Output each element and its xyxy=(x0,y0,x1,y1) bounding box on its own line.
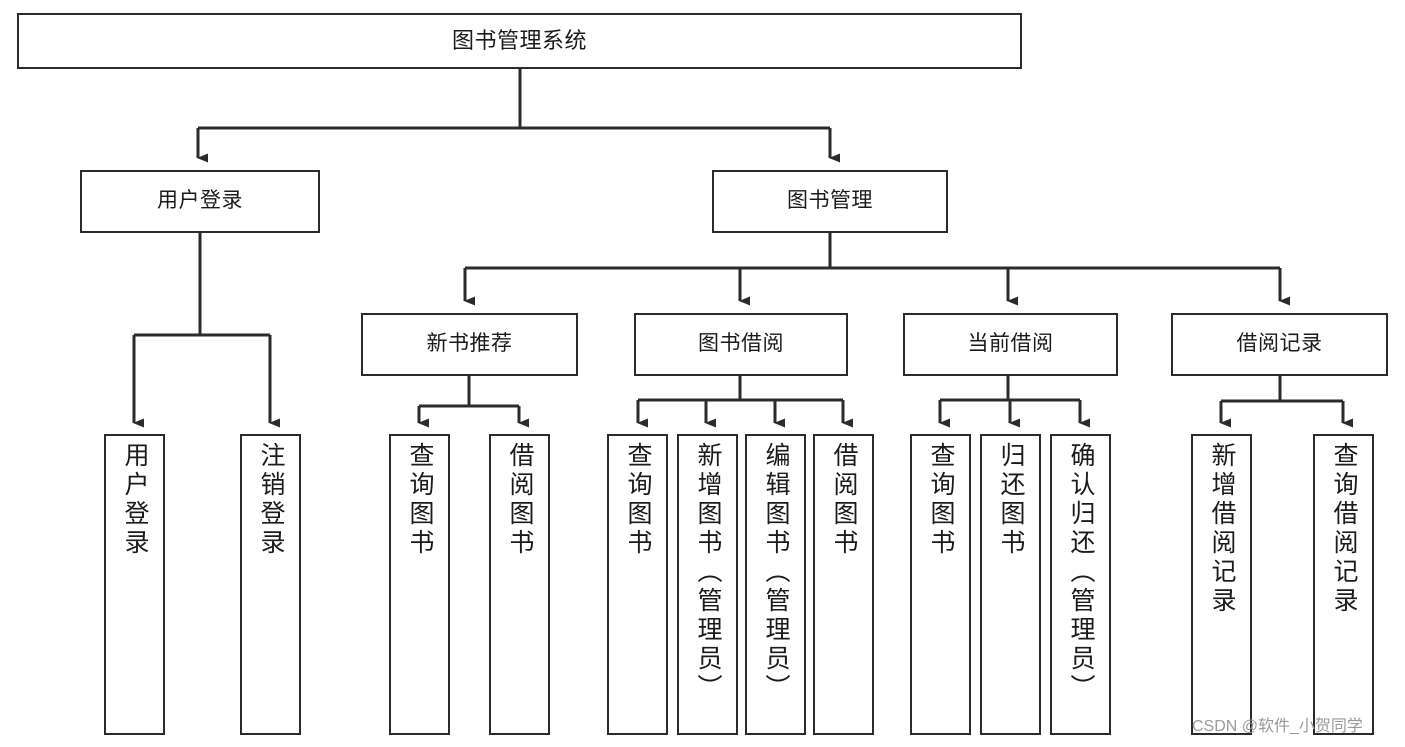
node-label: 查询图书 xyxy=(624,442,652,558)
node-current-borrow[interactable]: 当前借阅 xyxy=(903,313,1118,376)
watermark-text: CSDN @软件_小贺同学 xyxy=(1192,718,1363,735)
node-leaf-borrow-book-2[interactable]: 借阅图书 xyxy=(813,434,874,735)
node-label: 用户登录 xyxy=(121,442,149,558)
node-label: 借阅图书 xyxy=(830,442,858,558)
node-label: 当前借阅 xyxy=(967,332,1054,356)
node-label: 查询图书 xyxy=(406,442,434,558)
node-book-management[interactable]: 图书管理 xyxy=(712,170,948,233)
node-label: 新增借阅记录 xyxy=(1208,442,1236,616)
node-leaf-query-book-1[interactable]: 查询图书 xyxy=(389,434,450,735)
node-leaf-borrow-book-1[interactable]: 借阅图书 xyxy=(489,434,550,735)
node-leaf-query-book-3[interactable]: 查询图书 xyxy=(910,434,971,735)
node-label: 新书推荐 xyxy=(426,332,513,356)
node-label: 注销登录 xyxy=(257,442,285,558)
node-label: 图书借阅 xyxy=(698,332,784,356)
node-label: 借阅记录 xyxy=(1236,332,1323,356)
node-label: 借阅图书 xyxy=(506,442,534,558)
node-leaf-return-book[interactable]: 归还图书 xyxy=(980,434,1041,735)
node-label: 编辑图书（管理员） xyxy=(762,442,790,703)
node-label: 查询图书 xyxy=(927,442,955,558)
node-leaf-query-book-2[interactable]: 查询图书 xyxy=(607,434,668,735)
node-leaf-edit-book[interactable]: 编辑图书（管理员） xyxy=(745,434,806,735)
node-leaf-confirm-return[interactable]: 确认归还（管理员） xyxy=(1050,434,1111,735)
node-label: 查询借阅记录 xyxy=(1330,442,1358,616)
node-leaf-query-record[interactable]: 查询借阅记录 xyxy=(1313,434,1374,735)
node-label: 用户登录 xyxy=(157,189,243,213)
node-label: 归还图书 xyxy=(997,442,1025,558)
node-borrow-record[interactable]: 借阅记录 xyxy=(1171,313,1388,376)
node-book-borrow[interactable]: 图书借阅 xyxy=(634,313,848,376)
node-user-login[interactable]: 用户登录 xyxy=(80,170,320,233)
node-leaf-logout[interactable]: 注销登录 xyxy=(240,434,301,735)
node-new-book-recommend[interactable]: 新书推荐 xyxy=(361,313,578,376)
node-leaf-add-record[interactable]: 新增借阅记录 xyxy=(1191,434,1252,735)
node-label: 新增图书（管理员） xyxy=(694,442,722,703)
node-leaf-user-login[interactable]: 用户登录 xyxy=(104,434,165,735)
node-label: 图书管理 xyxy=(787,189,873,213)
node-leaf-add-book[interactable]: 新增图书（管理员） xyxy=(677,434,738,735)
node-root-system[interactable]: 图书管理系统 xyxy=(17,13,1022,69)
node-label: 确认归还（管理员） xyxy=(1067,442,1095,703)
node-label: 图书管理系统 xyxy=(451,28,587,54)
